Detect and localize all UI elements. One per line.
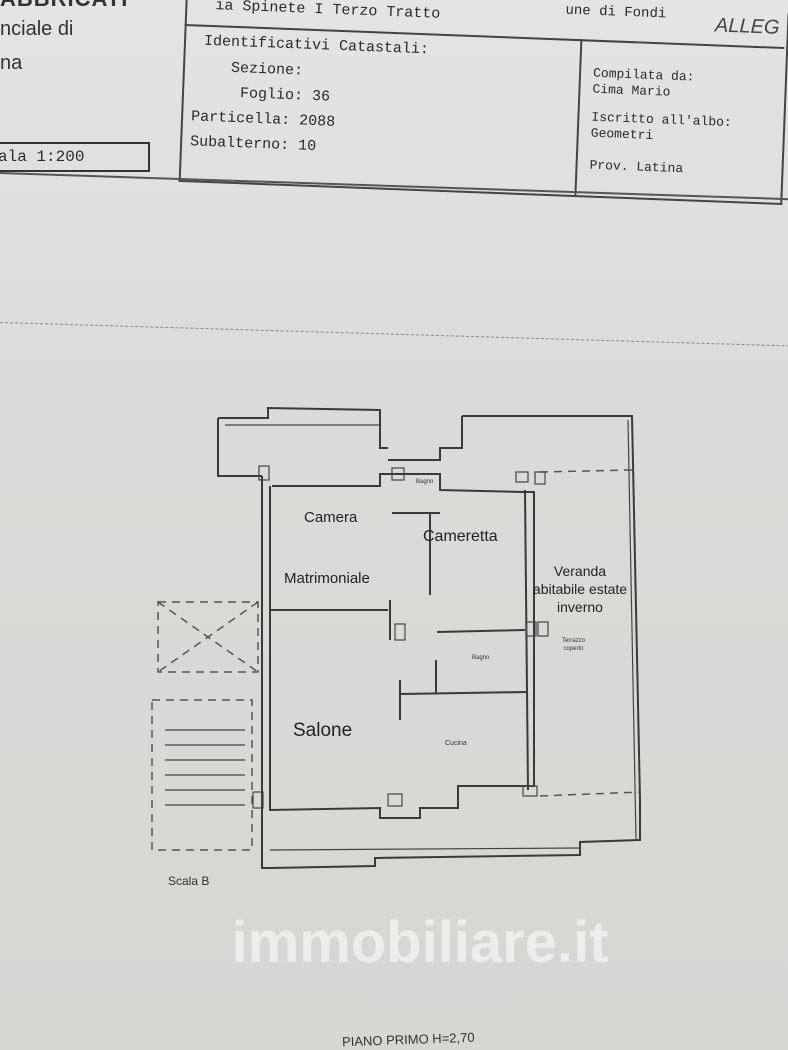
outer-walls [217, 406, 641, 869]
room-label-matrimoniale: Matrimoniale [284, 570, 370, 587]
terrazzo-line-2: coperto [563, 646, 584, 652]
stairs [151, 601, 259, 851]
terrazzo-line-1: Terrazzo [562, 638, 586, 644]
room-label-bagno-1: Bagno [416, 479, 434, 485]
room-label-bagno-2: Bagno [472, 655, 490, 661]
form-title: ABBRICATI [0, 0, 128, 12]
stair-label: Scala B [168, 874, 210, 888]
room-label-cucina: Cucina [445, 740, 467, 747]
room-label-veranda: Veranda abitabile estate inverno [520, 562, 640, 616]
room-label-salone: Salone [293, 720, 353, 741]
header-line-2: nciale di [0, 18, 74, 40]
interior-walls [270, 489, 529, 791]
veranda-line-2: abitabile estate [532, 581, 628, 597]
room-label-cameretta: Cameretta [423, 528, 498, 545]
vent-shafts [252, 465, 549, 809]
watermark: immobiliare.it [231, 910, 608, 975]
veranda-line-3: inverno [557, 599, 603, 615]
scale-box: ala 1:200 [0, 142, 150, 172]
room-label-camera: Camera [304, 509, 358, 526]
veranda-line-1: Veranda [553, 563, 607, 579]
room-label-terrazzo: Terrazzo coperto [562, 637, 585, 653]
header-line-3: na [0, 52, 23, 74]
veranda-dashed [539, 469, 641, 797]
